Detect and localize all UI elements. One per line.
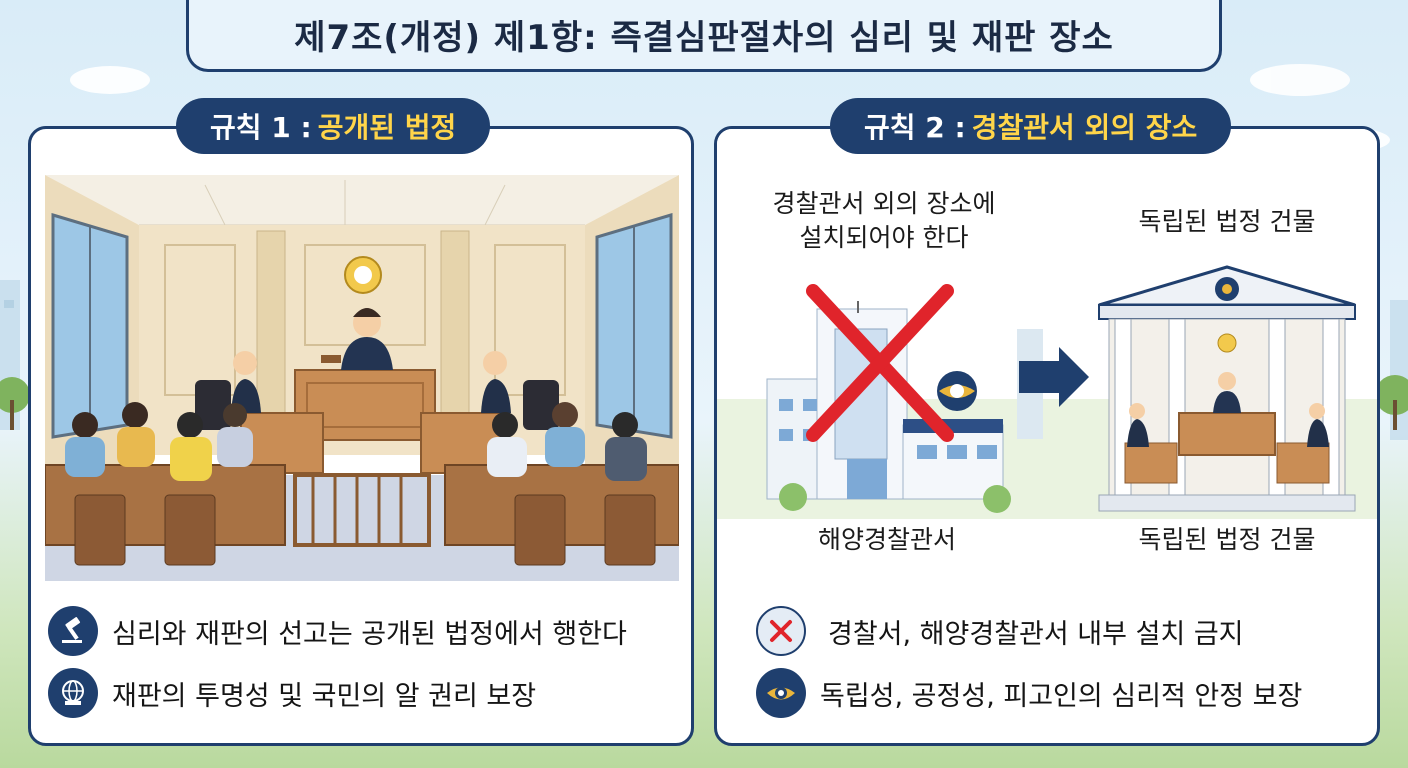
police-emblem-icon xyxy=(756,668,806,718)
caption-independent-court-bottom: 독립된 법정 건물 xyxy=(1138,525,1316,554)
rule1-panel xyxy=(28,126,694,746)
rule2-badge: 규칙 2 : 경찰관서 외의 장소 xyxy=(830,98,1232,154)
police-emblem-icon xyxy=(937,371,977,411)
rule2-prefix: 규칙 2 : xyxy=(864,111,966,144)
rule2-bullet-2-text: 독립성, 공정성, 피고인의 심리적 안정 보장 xyxy=(820,680,1303,712)
rule2-bullet-2: 독립성, 공정성, 피고인의 심리적 안정 보장 xyxy=(756,668,1302,718)
page-title: 제7조(개정) 제1항: 즉결심판절차의 심리 및 재판 장소 xyxy=(294,18,1114,58)
rule1-bullet-1-text: 심리와 재판의 선고는 공개된 법정에서 행한다 xyxy=(112,618,627,650)
location-comparison-illustration: 경찰관서 외의 장소에 설치되어야 한다 독립된 법정 건물 해양경찰관서 독립… xyxy=(717,129,1377,585)
rule2-highlight: 경찰관서 외의 장소 xyxy=(971,111,1198,144)
caption-outside-police-line1: 경찰관서 외의 장소에 xyxy=(772,189,996,218)
caption-outside-police: 경찰관서 외의 장소에 설치되어야 한다 xyxy=(729,187,1039,255)
caption-independent-court-top: 독립된 법정 건물 xyxy=(1138,207,1316,236)
rule1-bullet-1: 심리와 재판의 선고는 공개된 법정에서 행한다 xyxy=(48,606,627,656)
rule2-bullet-1-text: 경찰서, 해양경찰관서 내부 설치 금지 xyxy=(828,618,1244,650)
rule2-bullet-1: 경찰서, 해양경찰관서 내부 설치 금지 xyxy=(756,606,1244,656)
rule1-badge: 규칙 1 : 공개된 법정 xyxy=(176,98,491,154)
public-rights-icon xyxy=(48,668,98,718)
caption-outside-police-line2: 설치되어야 한다 xyxy=(799,223,969,252)
rule1-bullet-2: 재판의 투명성 및 국민의 알 권리 보장 xyxy=(48,668,536,718)
caption-coast-guard-station: 해양경찰관서 xyxy=(817,525,956,554)
rule1-prefix: 규칙 1 : xyxy=(210,111,312,144)
courtroom-illustration xyxy=(45,175,679,581)
title-banner: 제7조(개정) 제1항: 즉결심판절차의 심리 및 재판 장소 xyxy=(186,0,1222,72)
rule1-highlight: 공개된 법정 xyxy=(317,111,457,144)
rule1-bullet-2-text: 재판의 투명성 및 국민의 알 권리 보장 xyxy=(112,680,537,712)
gavel-icon xyxy=(48,606,98,656)
prohibited-x-icon xyxy=(756,606,806,656)
